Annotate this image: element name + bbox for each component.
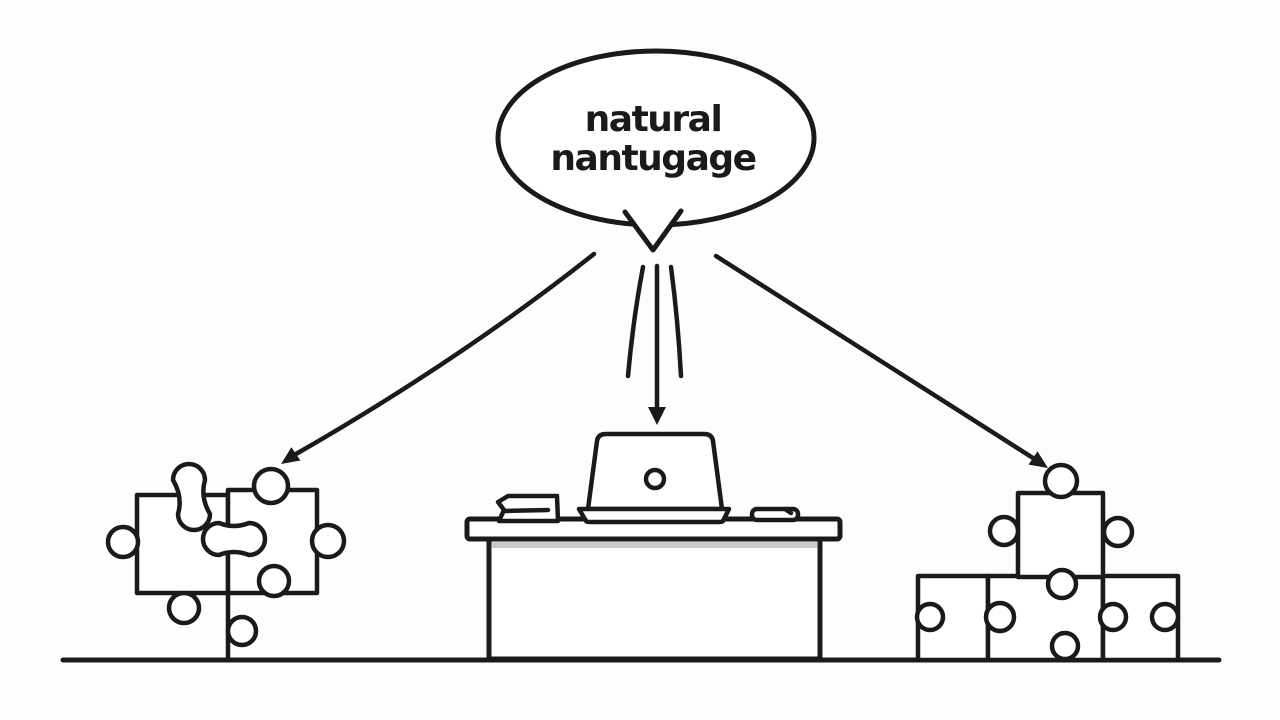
speech-bubble-text-line2: nantugage <box>550 138 755 179</box>
puzzle-hanging-knob-icon <box>225 614 259 648</box>
puzzle-knob-right-icon <box>1101 515 1135 549</box>
left-puzzle-group <box>105 461 347 663</box>
left-arrowhead-icon <box>281 447 301 464</box>
ink-drawing: natural nantugage <box>60 48 1222 663</box>
desk-illustration <box>464 431 843 662</box>
left-arrow-shaft <box>293 251 597 457</box>
speech-bubble-tail-fill <box>625 211 681 250</box>
puzzle-top-piece <box>1015 490 1106 580</box>
right-curved-arrow <box>713 253 1048 468</box>
puzzle-knob-top-peanut-icon <box>170 461 213 533</box>
puzzle-knob-bottom-icon <box>166 590 202 626</box>
puzzle-junction-knob-icon <box>1045 567 1079 601</box>
puzzle-ground-bump-icon <box>1049 630 1081 662</box>
desk-shadow <box>492 542 817 548</box>
speech-bubble-text-line1: natural <box>585 99 722 140</box>
down-arrowhead-icon <box>648 407 666 425</box>
laptop-icon <box>576 431 732 525</box>
notepad-clip-line <box>782 506 794 516</box>
puzzle-knob-right-icon <box>309 522 347 560</box>
right-puzzle-group <box>914 462 1181 663</box>
puzzle-socket-divider-icon <box>983 600 1017 634</box>
desk-body <box>486 535 823 662</box>
puzzle-socket-bottom-icon <box>256 563 292 599</box>
puzzle-knob-top-icon <box>1042 462 1080 500</box>
center-down-arrow <box>625 263 684 425</box>
notepad-icon <box>749 506 801 523</box>
right-arrowhead-icon <box>1028 451 1048 468</box>
puzzle-knob-left-icon <box>987 514 1021 548</box>
puzzle-socket-far-left-icon <box>914 601 946 633</box>
right-arrow-shaft <box>713 253 1036 461</box>
motion-line-left <box>625 264 646 379</box>
puzzle-knob-top-right-icon <box>251 466 291 506</box>
motion-line-right <box>668 264 684 379</box>
speech-bubble-tail <box>622 208 684 253</box>
book-page-line <box>502 507 551 514</box>
puzzle-connector-peanut-icon <box>200 520 268 558</box>
laptop-base <box>576 506 732 525</box>
laptop-logo-icon <box>643 467 667 491</box>
puzzle-knob-left-icon <box>105 524 141 560</box>
book-icon <box>495 493 561 524</box>
left-curved-arrow <box>281 251 597 464</box>
puzzle-socket-far-right-icon <box>1149 601 1181 633</box>
puzzle-socket-divider2-icon <box>1097 601 1129 633</box>
speech-bubble: natural nantugage <box>495 48 817 253</box>
